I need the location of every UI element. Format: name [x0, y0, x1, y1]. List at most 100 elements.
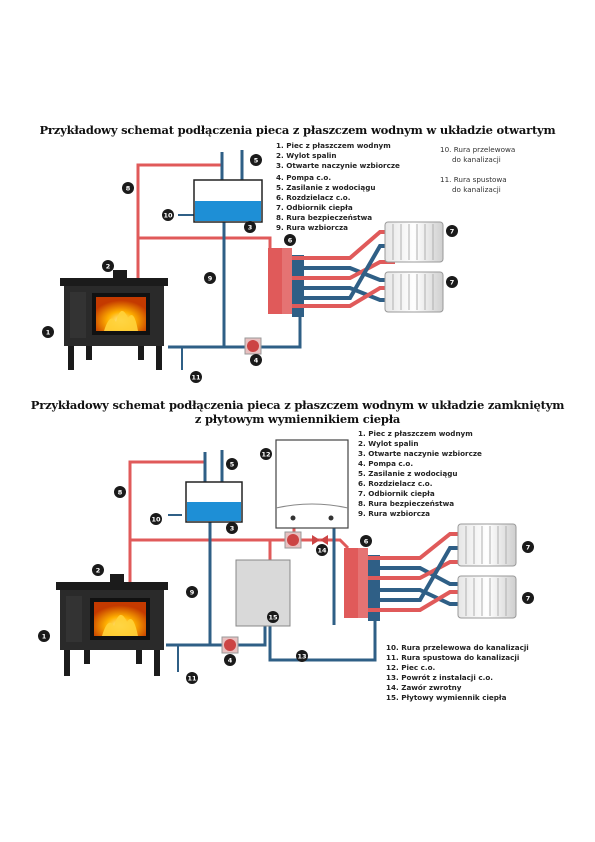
svg-text:5. Zasilanie z wodociągu: 5. Zasilanie z wodociągu — [358, 469, 458, 478]
expansion-tank-2 — [185, 481, 243, 523]
diagram2-title-line2: z płytowym wymiennikiem ciepła — [194, 412, 401, 426]
svg-text:10: 10 — [163, 212, 173, 220]
marker-2-3: 3 — [226, 522, 238, 534]
marker-2-8: 8 — [114, 486, 126, 498]
svg-text:12: 12 — [261, 451, 270, 459]
legend-2-top: 1. Piec z płaszczem wodnym 2. Wylot spal… — [358, 429, 482, 518]
svg-text:3: 3 — [230, 525, 235, 533]
svg-text:2: 2 — [106, 263, 111, 271]
marker-2-14: 14 — [316, 544, 328, 556]
svg-text:6. Rozdzielacz c.o.: 6. Rozdzielacz c.o. — [358, 479, 432, 488]
svg-text:4: 4 — [254, 357, 259, 365]
stove-1 — [60, 270, 168, 370]
marker-2-10: 10 — [150, 513, 162, 525]
marker-1-3: 3 — [244, 221, 256, 233]
svg-text:2. Wylot spalin: 2. Wylot spalin — [358, 439, 419, 448]
svg-text:8: 8 — [118, 489, 123, 497]
marker-2-7b: 7 — [522, 592, 534, 604]
pump-1 — [244, 337, 262, 355]
radiator-1b — [384, 271, 444, 313]
svg-text:10. Rura przelewowa do kanaliz: 10. Rura przelewowa do kanalizacji — [386, 643, 529, 652]
legend-1-left: 1. Piec z płaszczem wodnym 2. Wylot spal… — [276, 141, 400, 232]
diagram1-title: Przykładowy schemat podłączenia pieca z … — [39, 123, 556, 137]
marker-2-12: 12 — [260, 448, 272, 460]
pump-2b — [284, 531, 302, 549]
svg-text:1: 1 — [42, 633, 47, 641]
marker-1-4: 4 — [250, 354, 262, 366]
radiator-2b — [457, 575, 517, 619]
marker-2-7a: 7 — [522, 541, 534, 553]
marker-2-11: 11 — [186, 672, 198, 684]
marker-2-9: 9 — [186, 586, 198, 598]
check-valve — [312, 535, 328, 545]
svg-text:3. Otwarte naczynie wzbiorcze: 3. Otwarte naczynie wzbiorcze — [358, 449, 482, 458]
svg-text:7. Odbiornik ciepła: 7. Odbiornik ciepła — [358, 489, 435, 498]
marker-1-10: 10 — [162, 209, 174, 221]
svg-text:7: 7 — [526, 544, 531, 552]
distributor-2 — [344, 532, 462, 621]
svg-text:1. Piec z płaszczem wodnym: 1. Piec z płaszczem wodnym — [358, 429, 473, 438]
svg-text:do kanalizacji: do kanalizacji — [452, 155, 501, 164]
svg-text:7. Odbiornik ciepła: 7. Odbiornik ciepła — [276, 203, 353, 212]
stove-2 — [56, 574, 168, 676]
svg-text:8: 8 — [126, 185, 131, 193]
svg-text:9: 9 — [190, 589, 195, 597]
marker-2-1: 1 — [38, 630, 50, 642]
legend-2-bottom: 10. Rura przelewowa do kanalizacji 11. R… — [386, 643, 529, 702]
svg-text:15: 15 — [268, 614, 278, 622]
marker-1-1: 1 — [42, 326, 54, 338]
marker-1-5: 5 — [250, 154, 262, 166]
marker-2-4a: 4 — [224, 654, 236, 666]
svg-text:2. Wylot spalin: 2. Wylot spalin — [276, 151, 337, 160]
svg-text:9. Rura wzbiorcza: 9. Rura wzbiorcza — [358, 509, 430, 518]
diagram2: 1 2 3 4 5 6 7 7 8 9 10 11 12 13 14 15 1.… — [38, 429, 534, 702]
pump-2a — [221, 636, 239, 654]
marker-1-7a: 7 — [446, 225, 458, 237]
marker-2-15: 15 — [267, 611, 279, 623]
diagram2-title-line1: Przykładowy schemat podłączenia pieca z … — [30, 398, 565, 412]
boiler-12 — [275, 439, 349, 529]
svg-text:14. Zawór zwrotny: 14. Zawór zwrotny — [386, 683, 462, 692]
svg-text:14: 14 — [317, 547, 327, 555]
svg-text:9: 9 — [208, 275, 213, 283]
svg-text:8. Rura bezpieczeństwa: 8. Rura bezpieczeństwa — [276, 213, 372, 222]
expansion-tank-1 — [193, 179, 263, 223]
svg-text:6: 6 — [364, 538, 369, 546]
marker-1-8: 8 — [122, 182, 134, 194]
svg-text:8. Rura bezpieczeństwa: 8. Rura bezpieczeństwa — [358, 499, 454, 508]
legend-1-right: 10. Rura przelewowa do kanalizacji 11. R… — [440, 145, 515, 194]
marker-2-5: 5 — [226, 458, 238, 470]
svg-text:4. Pompa c.o.: 4. Pompa c.o. — [358, 459, 413, 468]
svg-text:5: 5 — [230, 461, 235, 469]
svg-text:4: 4 — [228, 657, 233, 665]
diagram1: 1 2 3 4 5 6 7 7 8 9 10 11 1. Piec z płas… — [42, 141, 515, 383]
svg-text:7: 7 — [450, 279, 455, 287]
svg-text:11. Rura spustowa: 11. Rura spustowa — [440, 175, 507, 184]
marker-1-6: 6 — [284, 234, 296, 246]
marker-1-9: 9 — [204, 272, 216, 284]
svg-text:7: 7 — [450, 228, 455, 236]
svg-text:3: 3 — [248, 224, 253, 232]
svg-text:1: 1 — [46, 329, 51, 337]
svg-text:6. Rozdzielacz c.o.: 6. Rozdzielacz c.o. — [276, 193, 350, 202]
svg-text:6: 6 — [288, 237, 293, 245]
svg-text:4. Pompa c.o.: 4. Pompa c.o. — [276, 173, 331, 182]
svg-text:11: 11 — [191, 374, 201, 382]
plate-heat-exchanger — [235, 559, 291, 627]
marker-1-7b: 7 — [446, 276, 458, 288]
svg-text:3. Otwarte naczynie wzbiorcze: 3. Otwarte naczynie wzbiorcze — [276, 161, 400, 170]
svg-text:13: 13 — [297, 653, 306, 661]
marker-1-11: 11 — [190, 371, 202, 383]
svg-text:10. Rura przelewowa: 10. Rura przelewowa — [440, 145, 515, 154]
svg-text:5: 5 — [254, 157, 259, 165]
radiator-2a — [457, 523, 517, 567]
svg-text:1. Piec z płaszczem wodnym: 1. Piec z płaszczem wodnym — [276, 141, 391, 150]
svg-text:12. Piec c.o.: 12. Piec c.o. — [386, 663, 435, 672]
marker-2-6: 6 — [360, 535, 372, 547]
svg-text:13. Powrót z instalacji c.o.: 13. Powrót z instalacji c.o. — [386, 673, 493, 682]
marker-1-2: 2 — [102, 260, 114, 272]
svg-text:11. Rura spustowa do kanalizac: 11. Rura spustowa do kanalizacji — [386, 653, 519, 662]
svg-text:10: 10 — [151, 516, 161, 524]
svg-text:do kanalizacji: do kanalizacji — [452, 185, 501, 194]
marker-2-2: 2 — [92, 564, 104, 576]
